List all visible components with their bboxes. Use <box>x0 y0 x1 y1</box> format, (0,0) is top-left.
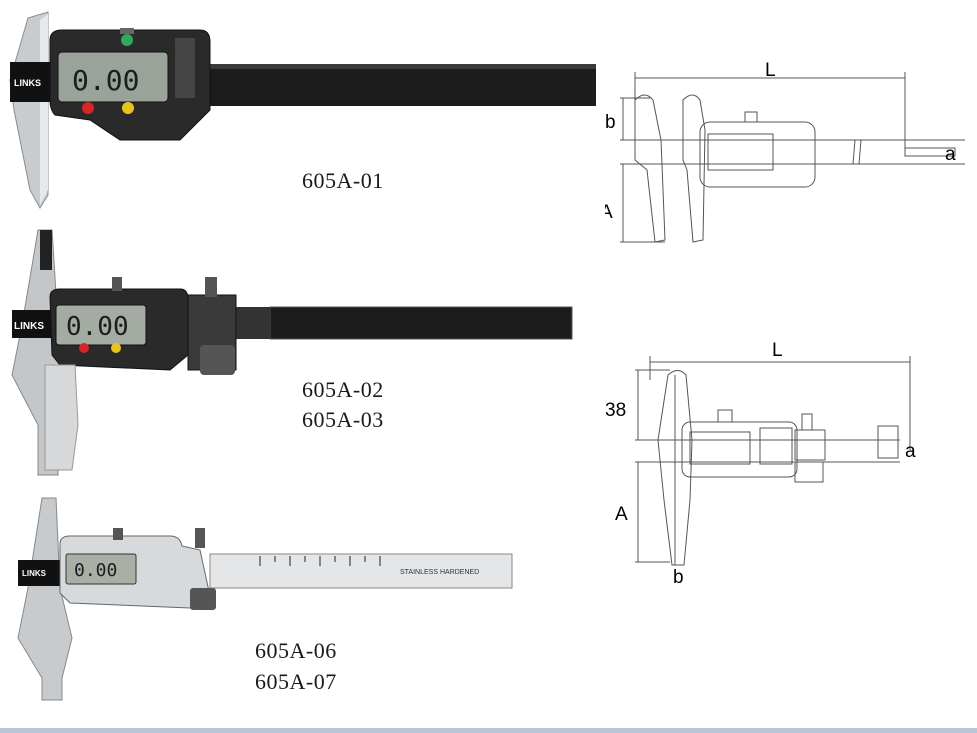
dim-L: L <box>765 60 776 81</box>
caliper-photo-605A-02: LINKS 0.00 <box>11 229 573 476</box>
lcd-display: 0.00 <box>74 560 117 581</box>
dim-38: 38 <box>605 400 626 421</box>
bottom-border <box>0 728 977 733</box>
dim-a: a <box>905 441 916 462</box>
caliper-photo-605A-06: STAINLESS HARDENED LINKS 0.00 <box>17 497 513 701</box>
lcd-display: 0.00 <box>72 64 139 97</box>
brand-label: LINKS <box>14 321 44 332</box>
dim-L: L <box>772 340 783 361</box>
technical-drawing-2: L 38 A a b <box>605 340 916 588</box>
dim-b: b <box>673 567 684 588</box>
lcd-display: 0.00 <box>66 312 129 342</box>
caliper-photo-605A-01: LINKS 0.00 <box>9 11 596 209</box>
brand-label: LINKS <box>14 78 41 88</box>
dim-b: b <box>605 112 616 133</box>
model-label-605A-01: 605A-01 <box>302 168 384 193</box>
scale-text: STAINLESS HARDENED <box>400 569 479 576</box>
model-label-605A-02: 605A-02 <box>302 377 384 402</box>
brand-label: LINKS <box>22 569 47 578</box>
model-label-605A-06: 605A-06 <box>255 638 337 663</box>
model-label-605A-03: 605A-03 <box>302 407 384 432</box>
dim-a: a <box>945 144 956 165</box>
dim-A: A <box>615 504 628 525</box>
model-label-605A-07: 605A-07 <box>255 669 337 694</box>
technical-drawing-1: L b A a <box>605 60 965 243</box>
dim-A: A <box>605 202 613 223</box>
